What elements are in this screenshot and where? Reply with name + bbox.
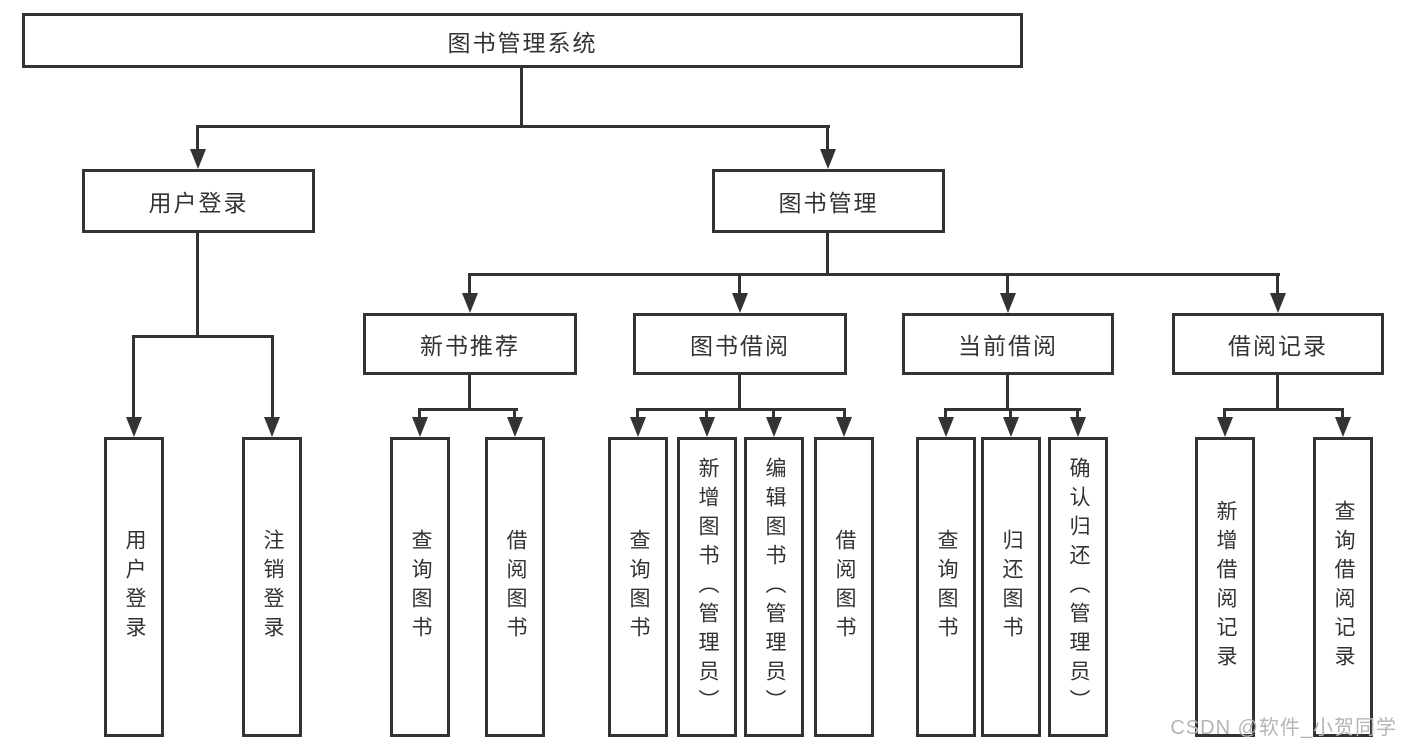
connector-bookborrow-stem: [738, 273, 741, 297]
leaf-logout: 注销登录: [242, 437, 302, 737]
connector-book-mgmt-stem: [826, 125, 829, 153]
arrowhead-leaf: [836, 417, 852, 437]
leaf-borrow-book-1-label: 借阅图书: [504, 529, 527, 645]
leaf-add-borrow-record-label: 新增借阅记录: [1214, 500, 1237, 674]
connector-leaf-stem: [513, 408, 516, 422]
connector-root-stem: [520, 68, 523, 125]
leaf-borrow-book-2-label: 借阅图书: [833, 529, 856, 645]
connector-leaf-stem: [1341, 408, 1344, 422]
node-user-login: 用户登录: [82, 169, 315, 233]
leaf-query-borrow-record-label: 查询借阅记录: [1332, 500, 1355, 674]
leaf-user-login: 用户登录: [104, 437, 164, 737]
arrowhead-leaf: [699, 417, 715, 437]
connector-newbook-stem: [468, 273, 471, 297]
connector-bookmgmt-hline: [468, 273, 1280, 276]
connector-leaf-userlogin-stem: [132, 335, 135, 421]
connector-bookborrow-down: [738, 375, 741, 408]
leaf-confirm-return-admin: 确认归还（管理员）: [1048, 437, 1108, 737]
leaf-logout-label: 注销登录: [261, 529, 284, 645]
csdn-watermark: CSDN @软件_小贺同学: [1170, 717, 1397, 739]
arrowhead-leaf-userlogin: [126, 417, 142, 437]
connector-bookmgmt-down: [826, 233, 829, 273]
arrowhead-currentborrow: [1000, 293, 1016, 313]
arrowhead-bookborrow: [732, 293, 748, 313]
leaf-borrow-book-1: 借阅图书: [485, 437, 545, 737]
connector-user-login-stem: [196, 125, 199, 153]
connector-leaf-stem: [1009, 408, 1012, 422]
arrowhead-leaf: [1003, 417, 1019, 437]
arrowhead-leaf: [412, 417, 428, 437]
leaf-add-book-admin: 新增图书（管理员）: [677, 437, 737, 737]
leaf-edit-book-admin: 编辑图书（管理员）: [744, 437, 804, 737]
connector-borrowrecord-stem: [1276, 273, 1279, 297]
arrowhead-borrowrecord: [1270, 293, 1286, 313]
connector-leaf-stem: [705, 408, 708, 422]
connector-root-hline: [196, 125, 830, 128]
leaf-query-book-1: 查询图书: [390, 437, 450, 737]
connector-leaf-stem: [418, 408, 421, 422]
node-book-borrow: 图书借阅: [633, 313, 847, 375]
node-book-management-label: 图书管理: [778, 190, 879, 216]
connector-newbook-hline: [418, 408, 518, 411]
leaf-return-book: 归还图书: [981, 437, 1041, 737]
arrowhead-leaf: [1217, 417, 1233, 437]
node-new-book-recommend: 新书推荐: [363, 313, 577, 375]
arrowhead-leaf-logout: [264, 417, 280, 437]
leaf-query-book-3-label: 查询图书: [935, 529, 958, 645]
arrowhead-leaf: [1070, 417, 1086, 437]
node-root-label: 图书管理系统: [447, 29, 598, 56]
node-current-borrow-label: 当前借阅: [958, 333, 1058, 359]
connector-userlogin-hline: [132, 335, 274, 338]
leaf-add-borrow-record: 新增借阅记录: [1195, 437, 1255, 737]
connector-currentborrow-hline: [944, 408, 1081, 411]
leaf-user-login-label: 用户登录: [123, 529, 146, 645]
connector-borrowrecord-hline: [1223, 408, 1344, 411]
arrowhead-leaf: [766, 417, 782, 437]
leaf-query-book-1-label: 查询图书: [409, 529, 432, 645]
connector-currentborrow-stem: [1006, 273, 1009, 297]
arrowhead-leaf: [630, 417, 646, 437]
connector-leaf-stem: [772, 408, 775, 422]
node-current-borrow: 当前借阅: [902, 313, 1114, 375]
arrowhead-user-login: [190, 149, 206, 169]
leaf-query-book-2-label: 查询图书: [627, 529, 650, 645]
node-root: 图书管理系统: [22, 13, 1023, 68]
arrowhead-leaf: [938, 417, 954, 437]
leaf-confirm-return-admin-label: 确认归还（管理员）: [1067, 456, 1090, 718]
arrowhead-leaf: [507, 417, 523, 437]
connector-currentborrow-down: [1006, 375, 1009, 408]
connector-leaf-logout-stem: [271, 335, 274, 421]
node-borrow-record: 借阅记录: [1172, 313, 1384, 375]
node-new-book-recommend-label: 新书推荐: [420, 333, 520, 359]
connector-newbook-down: [468, 375, 471, 408]
connector-leaf-stem: [1076, 408, 1079, 422]
connector-leaf-stem: [636, 408, 639, 422]
node-book-borrow-label: 图书借阅: [690, 333, 790, 359]
connector-bookborrow-hline: [636, 408, 846, 411]
connector-leaf-stem: [1223, 408, 1226, 422]
node-book-management: 图书管理: [712, 169, 945, 233]
connector-borrowrecord-down: [1276, 375, 1279, 408]
leaf-edit-book-admin-label: 编辑图书（管理员）: [763, 456, 786, 718]
connector-userlogin-down: [196, 233, 199, 335]
arrowhead-leaf: [1335, 417, 1351, 437]
connector-leaf-stem: [843, 408, 846, 422]
leaf-query-book-2: 查询图书: [608, 437, 668, 737]
leaf-query-borrow-record: 查询借阅记录: [1313, 437, 1373, 737]
arrowhead-book-mgmt: [820, 149, 836, 169]
arrowhead-newbook: [462, 293, 478, 313]
node-user-login-label: 用户登录: [148, 190, 249, 216]
leaf-add-book-admin-label: 新增图书（管理员）: [696, 456, 719, 718]
leaf-query-book-3: 查询图书: [916, 437, 976, 737]
connector-leaf-stem: [944, 408, 947, 422]
leaf-return-book-label: 归还图书: [1000, 529, 1023, 645]
node-borrow-record-label: 借阅记录: [1228, 333, 1328, 359]
leaf-borrow-book-2: 借阅图书: [814, 437, 874, 737]
